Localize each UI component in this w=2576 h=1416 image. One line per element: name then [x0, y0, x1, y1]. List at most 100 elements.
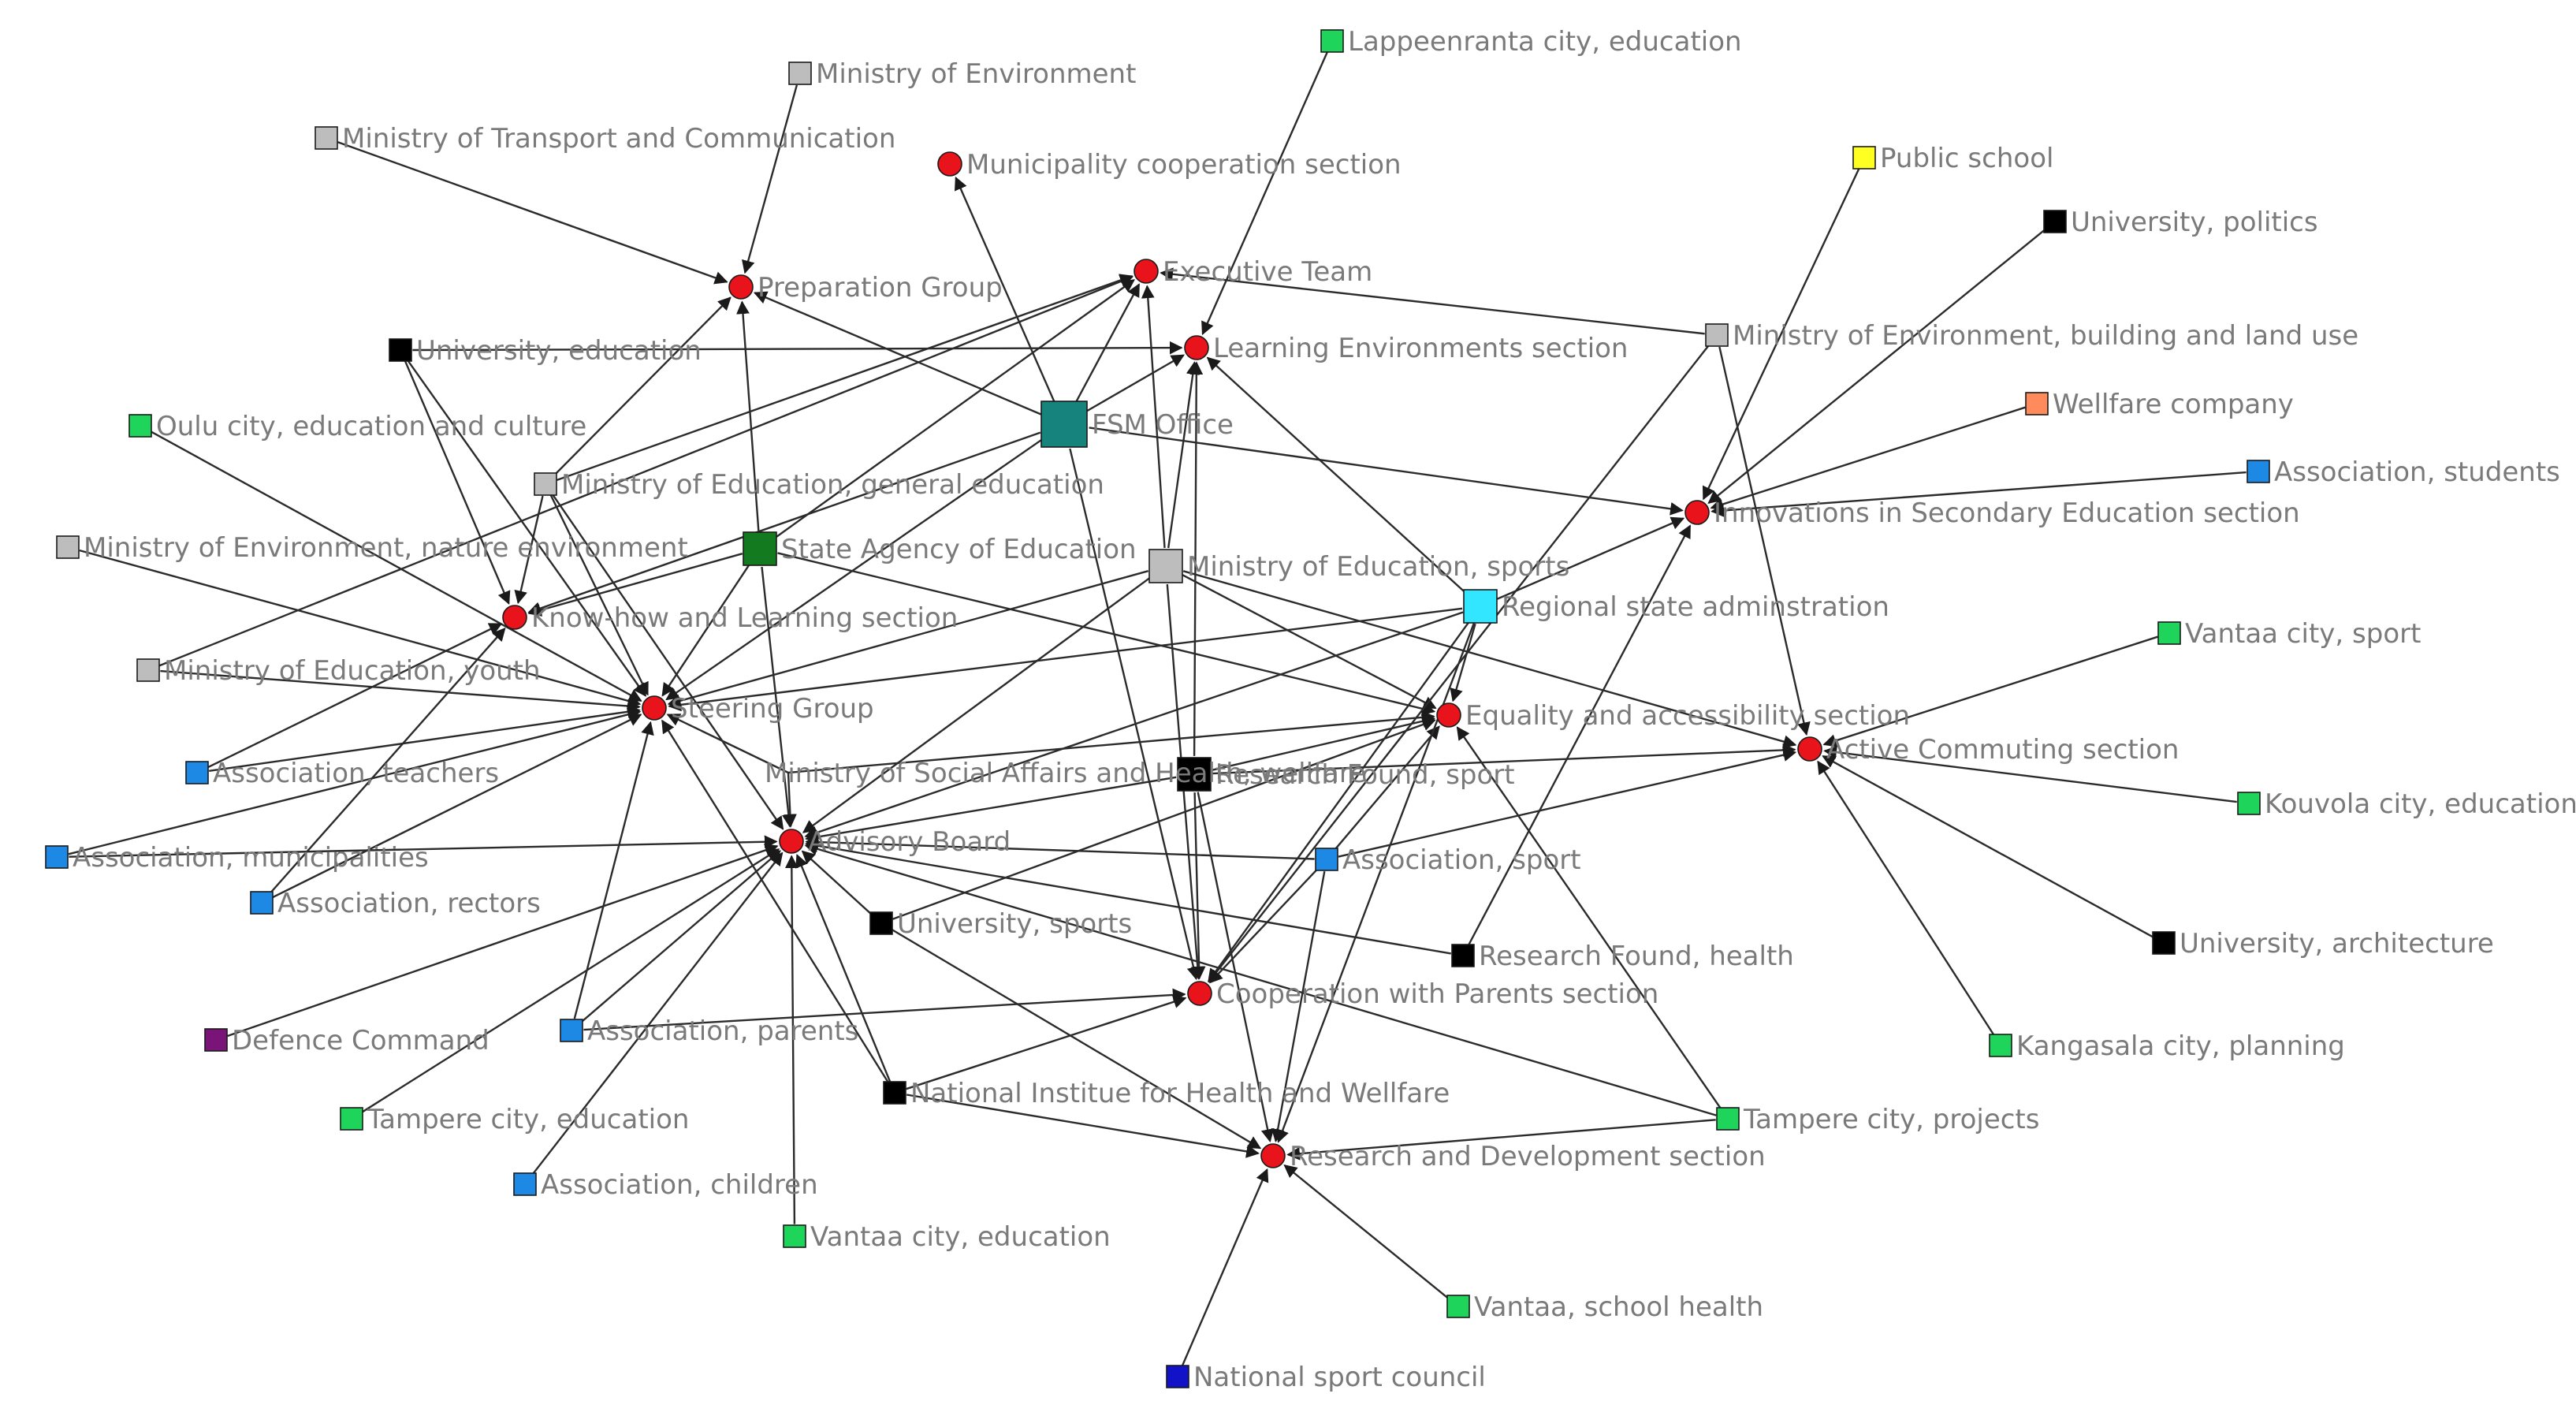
node-research_health [1451, 944, 1475, 967]
edge-research_sport-to-rnd [1197, 792, 1275, 1143]
node-advisory_board [779, 829, 804, 854]
edge-research_sport-to-learning_env [1189, 361, 1204, 756]
node-kouvola [2237, 792, 2261, 815]
node-tampere_edu [340, 1107, 363, 1131]
node-vantaa_health [1446, 1295, 1470, 1318]
node-wellfare_company [2025, 392, 2049, 415]
node-label-innovations: Innovations in Secondary Education secti… [1714, 497, 2300, 529]
edge-research_health-to-advisory_board [805, 839, 1452, 955]
edge-vantaa_sport-to-active_commuting [1822, 635, 2158, 747]
node-label-assoc_rectors: Association, rectors [277, 888, 541, 919]
node-assoc_parents [560, 1019, 583, 1042]
edge-min_edu_youth-to-steering_group [160, 669, 641, 713]
edge-regional_state-to-advisory_board [804, 611, 1464, 839]
node-min_transport [315, 126, 338, 150]
node-national_institute [883, 1081, 906, 1105]
edge-defence-to-advisory_board [227, 844, 779, 1038]
edge-wellfare_company-to-innovations [1710, 406, 2026, 511]
node-label-assoc_children: Association, children [541, 1169, 818, 1201]
node-rnd [1260, 1143, 1286, 1168]
edge-min_transport-to-preparation_group [337, 141, 728, 285]
node-label-wellfare_company: Wellfare company [2053, 389, 2294, 420]
node-assoc_teachers [185, 761, 209, 784]
edge-min_env_building-to-executive_team [1160, 267, 1705, 335]
edge-research_sport-to-equality [1212, 714, 1436, 771]
edge-kangasala-to-active_commuting [1817, 760, 1995, 1036]
edge-fsm_office-to-innovations [1089, 427, 1684, 516]
node-label-national_sport: National sport council [1193, 1362, 1486, 1393]
node-fsm_office [1040, 401, 1088, 448]
node-label-assoc_students: Association, students [2274, 456, 2560, 488]
node-label-defence: Defence Command [232, 1025, 490, 1056]
node-kangasala [1989, 1034, 2012, 1057]
node-label-coop_parents: Cooperation with Parents section [1216, 978, 1658, 1010]
edge-fsm_office-to-coop_parents [1069, 448, 1201, 981]
edge-national_sport-to-rnd [1181, 1168, 1269, 1366]
edge-layer [68, 51, 2247, 1366]
node-label-min_env: Ministry of Environment [816, 58, 1136, 90]
node-label-lappeenranta: Lappeenranta city, education [1348, 26, 1742, 58]
node-assoc_students [2247, 460, 2270, 483]
edge-min_edu_sports-to-executive_team [1141, 285, 1166, 549]
edge-assoc_sport-to-coop_parents [1208, 867, 1320, 984]
edge-univ_education-to-knowhow [404, 360, 511, 606]
node-label-min_transport: Ministry of Transport and Communication [342, 123, 895, 155]
node-label-knowhow: Know-how and Learning section [531, 602, 958, 634]
node-univ_politics [2043, 210, 2067, 233]
edge-national_institute-to-steering_group [661, 719, 889, 1083]
edge-regional_state-to-learning_env [1206, 356, 1468, 595]
node-research_sport [1177, 757, 1212, 792]
node-preparation_group [728, 274, 754, 300]
edge-kouvola-to-active_commuting [1823, 745, 2237, 803]
node-label-univ_sports: University, sports [897, 908, 1132, 940]
edge-assoc_parents-to-steering_group [573, 721, 654, 1019]
edge-assoc_parents-to-coop_parents [583, 988, 1186, 1031]
edge-min_social-to-equality [787, 710, 1435, 774]
edge-min_edu_general-to-preparation_group [553, 296, 731, 476]
edge-fsm_office-to-knowhow [527, 431, 1041, 615]
node-label-steering_group: Steering Group [671, 693, 874, 725]
node-min_env_nature [56, 535, 80, 559]
edge-assoc_municipalities-to-advisory_board [69, 835, 778, 858]
edge-min_edu_general-to-steering_group [549, 494, 649, 696]
edge-tampere_projects-to-rnd [1286, 1119, 1716, 1161]
edge-univ_education-to-learning_env [412, 341, 1183, 355]
edge-regional_state-to-equality [1450, 623, 1476, 702]
node-label-univ_education: University, education [416, 335, 702, 367]
edge-min_env_building-to-active_commuting [1718, 346, 1811, 736]
edge-univ_sports-to-advisory_board [801, 850, 873, 916]
node-label-vantaa_edu: Vantaa city, education [810, 1221, 1111, 1253]
edge-fsm_office-to-executive_team [1075, 283, 1141, 403]
node-label-min_edu_youth: Ministry of Education, youth [164, 655, 541, 687]
node-label-preparation_group: Preparation Group [758, 272, 1003, 304]
node-national_sport [1166, 1365, 1189, 1388]
node-label-fsm_office: FSM Office [1092, 409, 1234, 441]
edge-regional_state-to-coop_parents [1208, 620, 1471, 982]
edge-state_agency-to-advisory_board [761, 566, 795, 828]
node-min_env_building [1705, 323, 1729, 347]
edge-state_agency-to-knowhow [527, 553, 743, 617]
edge-univ_architecture-to-active_commuting [1822, 755, 2154, 938]
edge-national_institute-to-advisory_board [795, 854, 892, 1082]
node-label-min_env_building: Ministry of Environment, building and la… [1733, 320, 2358, 352]
node-knowhow [502, 605, 527, 630]
node-label-municipality_coop: Municipality cooperation section [966, 149, 1402, 181]
edge-research_sport-to-advisory_board [805, 776, 1177, 844]
edge-state_agency-to-executive_team [774, 279, 1135, 539]
node-label-min_edu_general: Ministry of Education, general education [561, 469, 1104, 501]
edge-univ_sports-to-rnd [891, 928, 1262, 1150]
edge-assoc_municipalities-to-steering_group [68, 708, 642, 855]
node-label-min_env_nature: Ministry of Environment, nature environm… [84, 532, 688, 564]
edge-min_social-to-advisory_board [784, 772, 797, 828]
edge-fsm_office-to-preparation_group [753, 291, 1042, 415]
node-label-kangasala: Kangasala city, planning [2016, 1030, 2345, 1062]
node-label-tampere_projects: Tampere city, projects [1743, 1104, 2039, 1135]
node-univ_architecture [2152, 931, 2176, 955]
edge-public_school-to-innovations [1702, 168, 1860, 501]
node-municipality_coop [937, 151, 962, 177]
node-label-kouvola: Kouvola city, education [2265, 788, 2576, 820]
node-label-assoc_teachers: Association, teachers [213, 758, 499, 789]
node-univ_education [389, 338, 412, 362]
